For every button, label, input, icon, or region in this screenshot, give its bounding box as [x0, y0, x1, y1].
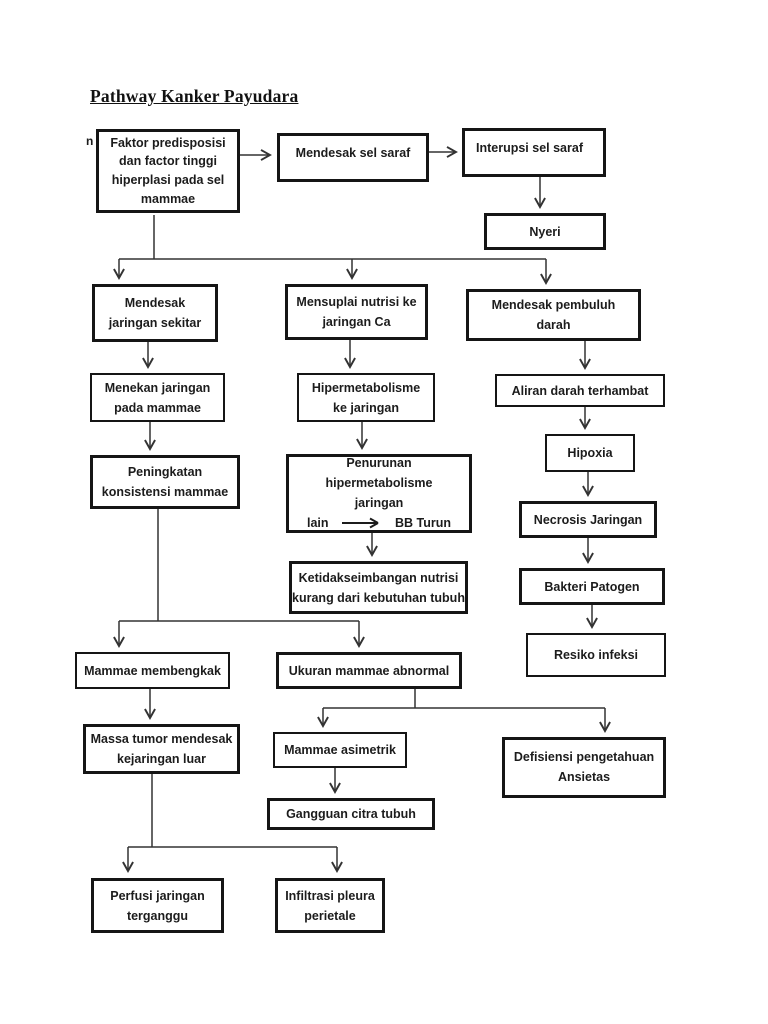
- defisiensi-line1: Defisiensi pengetahuan: [513, 750, 655, 764]
- node-peningkatan-konsistensi: Peningkatan konsistensi mammae: [90, 455, 240, 509]
- node-gangguan-citra-tubuh: Gangguan citra tubuh: [267, 798, 435, 830]
- node-perfusi-jaringan: Perfusi jaringan terganggu: [91, 878, 224, 933]
- defisiensi-line2: Ansietas: [557, 770, 611, 784]
- penurunan-line3: lain BB Turun: [303, 513, 455, 533]
- node-interupsi-sel-saraf: Interupsi sel saraf: [462, 128, 606, 177]
- right-arrow-icon: [341, 517, 379, 528]
- penurunan-line2: hipermetabolisme jaringan: [325, 475, 433, 510]
- node-menekan-jaringan: Menekan jaringan pada mammae: [90, 373, 225, 422]
- node-faktor-predisposisi: Faktor predisposisi dan factor tinggi hi…: [96, 129, 240, 213]
- stray-character: n: [86, 134, 94, 148]
- node-defisiensi-ansietas: Defisiensi pengetahuan Ansietas: [502, 737, 666, 798]
- node-aliran-darah-terhambat: Aliran darah terhambat: [495, 374, 665, 407]
- node-massa-tumor: Massa tumor mendesak kejaringan luar: [83, 724, 240, 774]
- penurunan-lain-label: lain: [307, 515, 329, 530]
- node-mendesak-jaringan-sekitar: Mendesak jaringan sekitar: [92, 284, 218, 342]
- node-nyeri: Nyeri: [484, 213, 606, 250]
- node-necrosis-jaringan: Necrosis Jaringan: [519, 501, 657, 538]
- node-resiko-infeksi: Resiko infeksi: [526, 633, 666, 677]
- node-bakteri-patogen: Bakteri Patogen: [519, 568, 665, 605]
- node-mendesak-pembuluh-darah: Mendesak pembuluh darah: [466, 289, 641, 341]
- node-hipermetabolisme: Hipermetabolisme ke jaringan: [297, 373, 435, 422]
- node-mendesak-sel-saraf: Mendesak sel saraf: [277, 133, 429, 182]
- penurunan-bb-turun-label: BB Turun: [394, 515, 451, 530]
- node-mammae-asimetrik: Mammae asimetrik: [273, 732, 407, 768]
- penurunan-line1: Penurunan: [346, 455, 412, 470]
- node-penurunan-hipermetabolisme: Penurunan hipermetabolisme jaringan lain…: [286, 454, 472, 533]
- node-ketidakseimbangan-nutrisi: Ketidakseimbangan nutrisi kurang dari ke…: [289, 561, 468, 614]
- node-mammae-membengkak: Mammae membengkak: [75, 652, 230, 689]
- node-hipoxia: Hipoxia: [545, 434, 635, 472]
- node-infiltrasi-pleura: Infiltrasi pleura perietale: [275, 878, 385, 933]
- node-ukuran-mammae-abnormal: Ukuran mammae abnormal: [276, 652, 462, 689]
- node-mensuplai-nutrisi: Mensuplai nutrisi ke jaringan Ca: [285, 284, 428, 340]
- page-title: Pathway Kanker Payudara: [90, 86, 299, 106]
